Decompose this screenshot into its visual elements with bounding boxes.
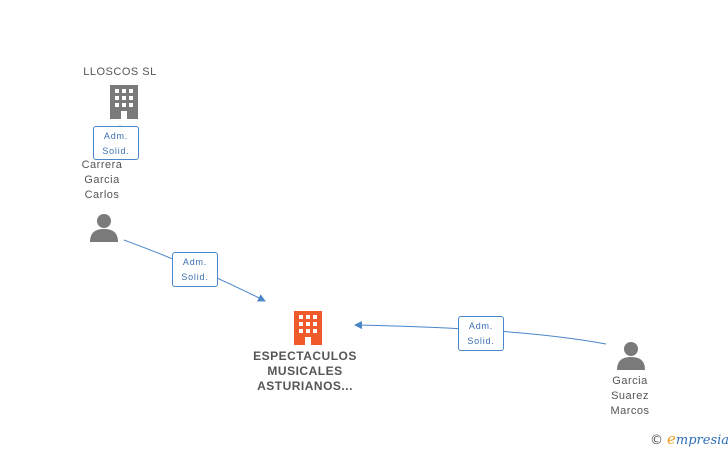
node-label-lloscos[interactable]: LLOSCOS SL [83,66,157,78]
building-icon[interactable] [292,310,324,346]
empresia-watermark: © empresia [650,430,728,448]
watermark-first-letter: e [667,430,676,448]
building-icon[interactable] [108,84,140,120]
edge-label-adm-solid[interactable]: Adm. Solid. [93,126,139,160]
node-label-carrera[interactable]: Carrera Garcia Carlos [81,159,123,201]
person-icon[interactable] [616,340,646,370]
copyright-icon: © [650,433,663,448]
node-label-espectaculos[interactable]: ESPECTACULOS MUSICALES ASTURIANOS... [253,349,357,393]
node-label-garcia[interactable]: Garcia Suarez Marcos [610,375,650,417]
watermark-text: mpresia [675,433,728,448]
edge-label-adm-solid[interactable]: Adm. Solid. [172,252,218,287]
edge-label-adm-solid[interactable]: Adm. Solid. [458,316,504,351]
person-icon[interactable] [89,212,119,242]
